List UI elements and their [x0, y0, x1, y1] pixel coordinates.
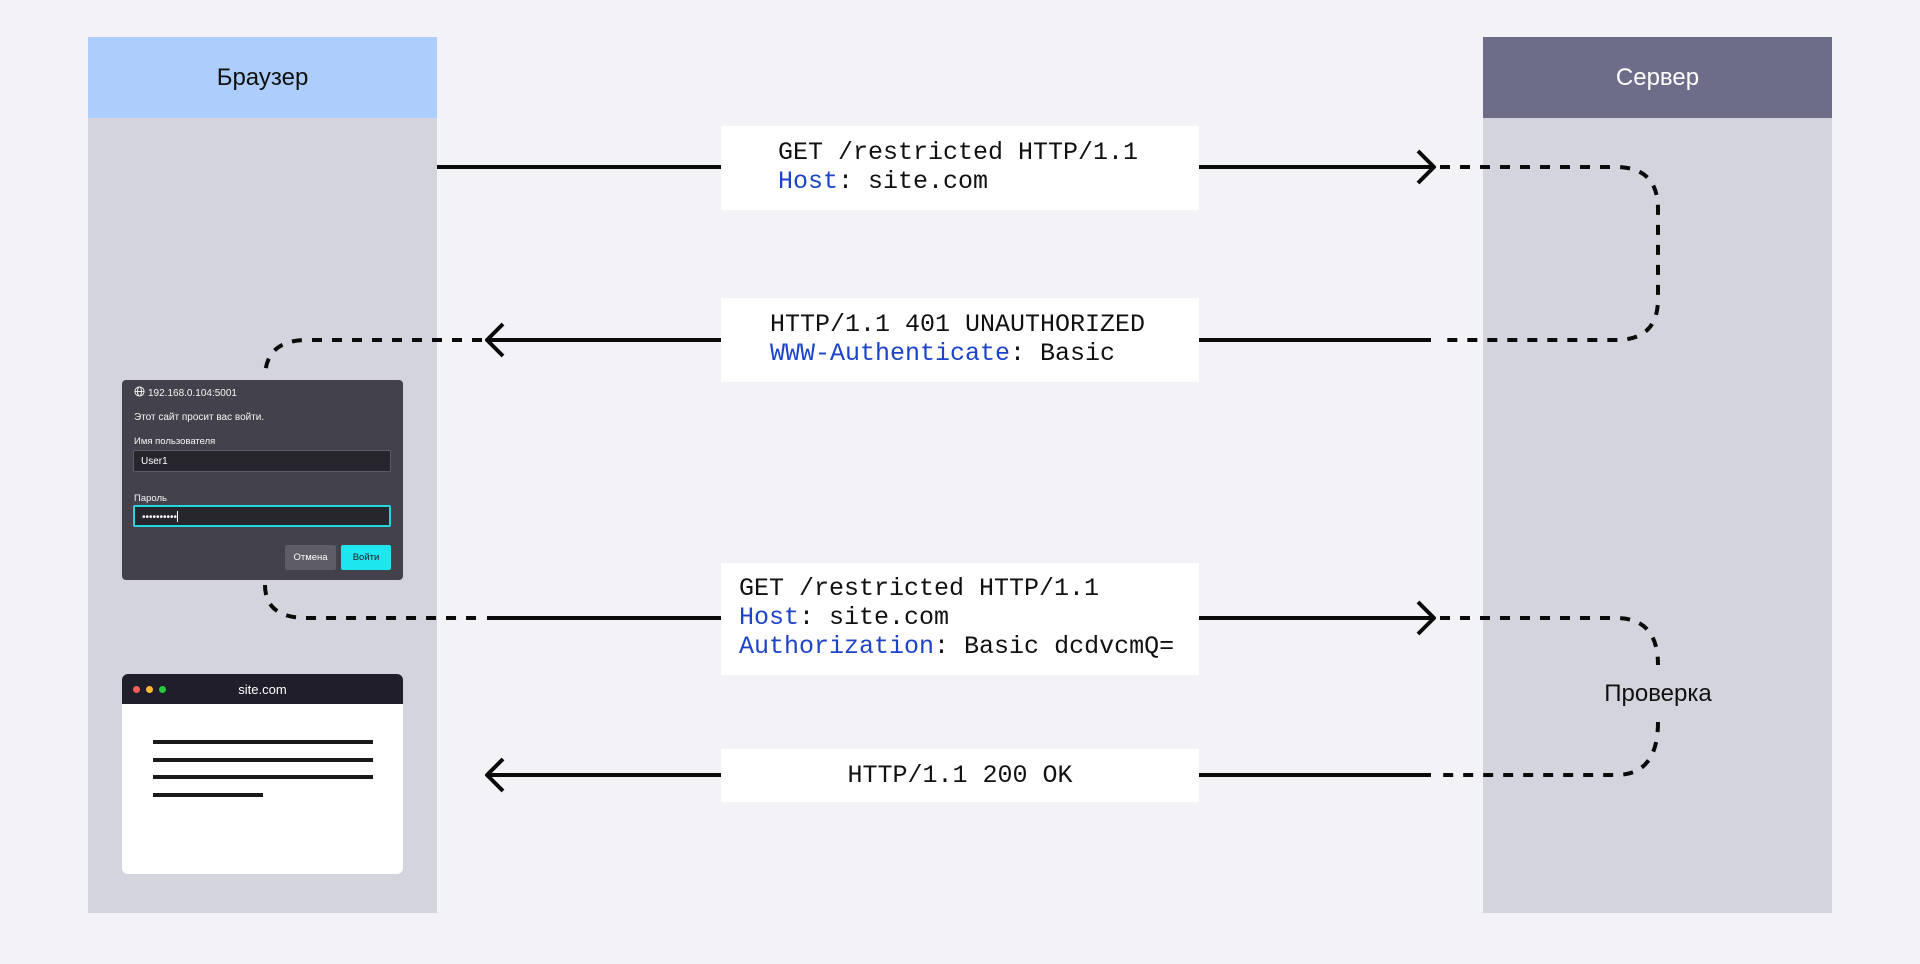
dialog-url-text: 192.168.0.104:5001	[148, 387, 237, 399]
request2-line: GET /restricted HTTP/1.1	[739, 574, 1100, 603]
response1-line: HTTP/1.1 401 UNAUTHORIZED	[770, 310, 1146, 339]
login-button[interactable]: Войти	[341, 545, 391, 570]
server-check-label: Проверка	[1604, 680, 1712, 707]
content-line	[153, 740, 373, 744]
request1-arrowhead	[1416, 149, 1436, 185]
content-line	[153, 758, 373, 762]
response1-arrowhead	[485, 322, 505, 358]
request1-message: GET /restricted HTTP/1.1 Host: site.com	[721, 126, 1199, 210]
header-key-authorization: Authorization	[739, 632, 935, 661]
response2-message: HTTP/1.1 200 OK	[721, 749, 1199, 802]
username-input[interactable]: User1	[133, 450, 391, 472]
response2-arrowhead	[485, 757, 505, 793]
header-value-host: : site.com	[838, 167, 989, 196]
server-process-loop-1	[1440, 165, 1660, 342]
request1-line: GET /restricted HTTP/1.1	[778, 138, 1139, 167]
request2-message: GET /restricted HTTP/1.1 Host: site.com …	[721, 563, 1199, 675]
window-title: site.com	[238, 681, 287, 697]
header-key-host: Host	[778, 167, 839, 196]
minimize-dot-icon[interactable]	[146, 686, 153, 693]
username-label: Имя пользователя	[134, 436, 216, 447]
login-dialog: 192.168.0.104:5001 Этот сайт просит вас …	[122, 380, 403, 580]
password-value: ••••••••••	[142, 512, 178, 523]
server-process-loop-2a	[1440, 616, 1660, 666]
dialog-prompt: Этот сайт просит вас войти.	[134, 412, 265, 423]
header-key-host: Host	[739, 603, 800, 632]
header-value-authorization: : Basic dcdvcmQ=	[934, 632, 1175, 661]
request2-arrowhead	[1416, 600, 1436, 636]
globe-icon	[134, 386, 145, 400]
password-label: Пароль	[134, 493, 167, 504]
dialog-url: 192.168.0.104:5001	[134, 386, 237, 400]
browser-lane-title: Браузер	[88, 37, 437, 118]
username-value: User1	[141, 456, 168, 467]
header-value-www-authenticate: : Basic	[1010, 339, 1116, 368]
window-title-bar: site.com	[122, 674, 403, 704]
browser-to-dialog-link	[263, 338, 482, 379]
browser-window: site.com	[122, 674, 403, 874]
cancel-button[interactable]: Отмена	[285, 545, 336, 570]
dialog-to-request-link	[263, 584, 485, 620]
server-lane: Сервер	[1483, 37, 1832, 913]
close-dot-icon[interactable]	[133, 686, 140, 693]
content-line	[153, 793, 263, 797]
content-line	[153, 775, 373, 779]
server-process-loop-2b	[1440, 721, 1660, 777]
password-input[interactable]: ••••••••••	[133, 505, 391, 527]
server-lane-title: Сервер	[1483, 37, 1832, 118]
header-value-host: : site.com	[799, 603, 950, 632]
response2-line: HTTP/1.1 200 OK	[847, 761, 1073, 790]
maximize-dot-icon[interactable]	[159, 686, 166, 693]
header-key-www-authenticate: WWW-Authenticate	[770, 339, 1011, 368]
response1-message: HTTP/1.1 401 UNAUTHORIZED WWW-Authentica…	[721, 298, 1199, 382]
text-caret	[177, 511, 179, 522]
